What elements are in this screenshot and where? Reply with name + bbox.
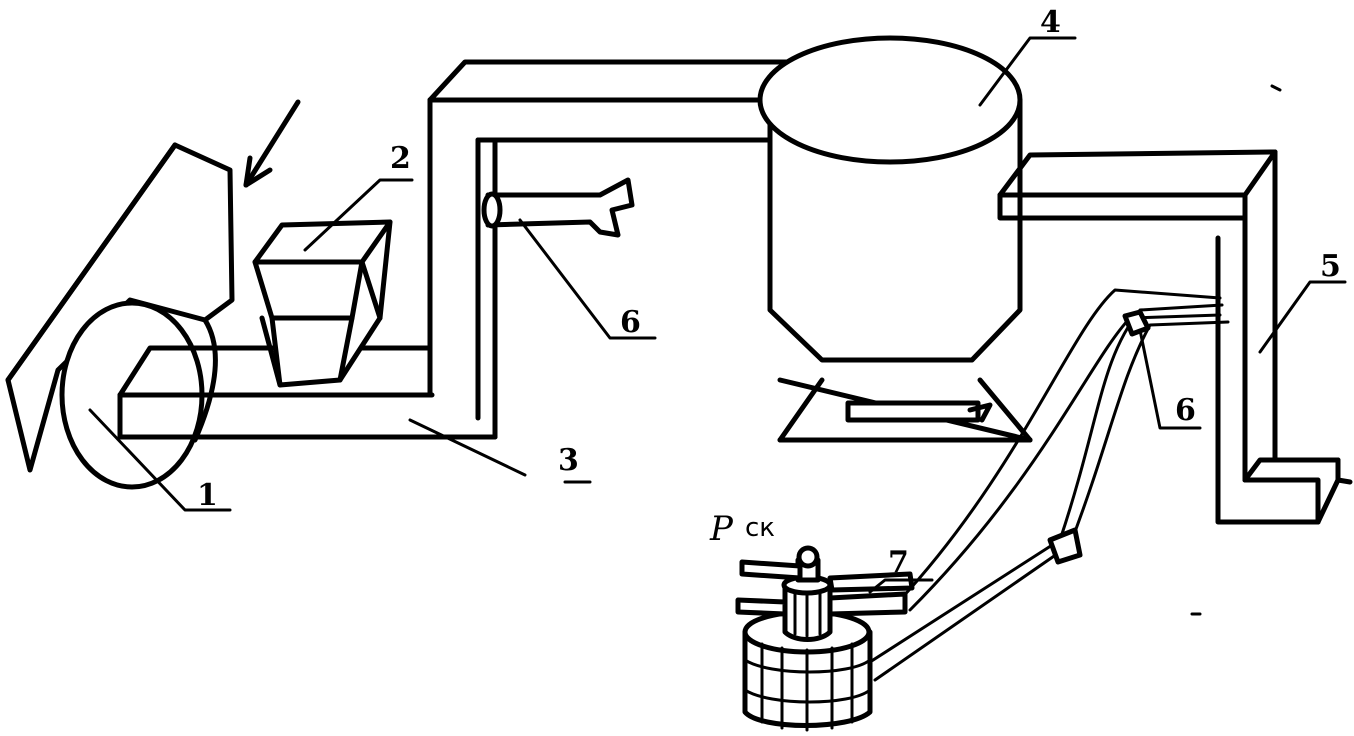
label-pressure-symbol: P (709, 509, 734, 549)
label-probe-right: 6 (1175, 393, 1196, 428)
probe-right (1122, 309, 1151, 337)
probe-upper (481, 177, 635, 238)
label-cyclone: 4 (1040, 5, 1061, 40)
top-duct (427, 59, 793, 143)
outlet-duct (997, 149, 1353, 525)
label-probe-upper: 6 (620, 305, 641, 340)
label-pressure-subscript: ск (745, 513, 775, 543)
pressure-tubes (868, 288, 1230, 682)
label-lower-duct: 3 (558, 443, 579, 478)
label-fan: 1 (197, 478, 218, 513)
feeder-hopper (252, 219, 393, 388)
stray-marks (1190, 84, 1282, 616)
label-meter: 7 (888, 545, 909, 580)
label-outlet-duct: 5 (1320, 249, 1341, 284)
micromanometer (735, 545, 915, 732)
cyclone-separator (757, 35, 1033, 443)
intake-arrow-icon (243, 99, 301, 188)
label-feeder: 2 (390, 141, 411, 176)
leader-lines (88, 36, 1347, 594)
